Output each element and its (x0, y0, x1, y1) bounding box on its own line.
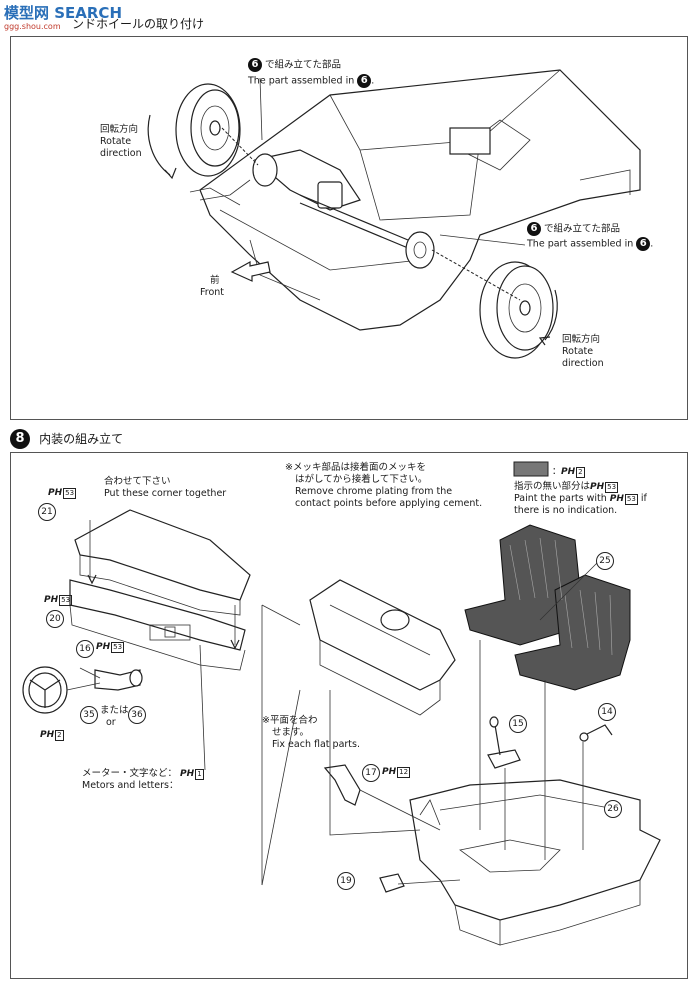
step-ref-badge-top-en: 6 (357, 74, 372, 88)
chrome-note: ※メッキ部品は接着面のメッキを はがしてから接着して下さい。 Remove ch… (285, 462, 483, 509)
assembled-bottom-en: The part assembled in 6. (527, 237, 654, 251)
part-number-20: 20 (46, 610, 64, 628)
part-number-14: 14 (598, 703, 616, 721)
step8-header: 8 内装の組み立て (10, 428, 123, 449)
corner-note: 合わせて下さい Put these corner together (104, 476, 227, 499)
or-label: または or (100, 705, 129, 728)
left-rear-wheel (147, 83, 241, 180)
dashboard-parts-illustration (22, 509, 251, 771)
seats-illustration (464, 524, 631, 691)
watermark-logo: 模型网 SEARCH ggg.shou.com (0, 0, 170, 36)
step-ref-badge-bottom-en: 6 (636, 237, 651, 251)
assembled-dashboard-illustration (309, 579, 456, 716)
part-number-35: 35 (80, 706, 98, 724)
part-number-17: 17 (362, 764, 380, 782)
bracket-part-17 (323, 764, 361, 806)
part-number-16: 16 (76, 640, 94, 658)
part-number-21: 21 (38, 503, 56, 521)
step7-title: ンドホイールの取り付け (72, 17, 205, 31)
rotate-left-label: 回転方向 Rotate direction (100, 124, 142, 159)
step8-number-badge: 8 (10, 428, 30, 449)
paint-legend-swatch (513, 461, 549, 477)
part-number-19: 19 (337, 872, 355, 890)
watermark-url: ggg.shou.com (4, 22, 61, 31)
right-rear-wheel (479, 261, 558, 359)
rotate-right-label: 回転方向 Rotate direction (562, 334, 604, 369)
part-number-15: 15 (509, 715, 527, 733)
step-ref-badge-top: 6 (248, 58, 262, 72)
part-number-36: 36 (128, 706, 146, 724)
assembled-bottom-label: 6 で組み立てた部品 (527, 222, 620, 236)
brake-lever-illustration (579, 724, 613, 742)
step8-title: 内装の組み立て (39, 432, 124, 446)
watermark-text: 模型网 SEARCH (4, 4, 122, 22)
part-19-illustration (379, 873, 405, 893)
step-ref-badge-bottom: 6 (527, 222, 541, 236)
flat-note: ※平面を合わ せます。 Fix each flat parts. (262, 715, 360, 750)
assembled-top-en: The part assembled in 6. (248, 74, 375, 88)
part-number-26: 26 (604, 800, 622, 818)
part-number-25: 25 (596, 552, 614, 570)
front-label: 前 Front (200, 275, 225, 298)
interior-tub-illustration (409, 779, 661, 946)
assembled-top-label: 6 で組み立てた部品 (248, 58, 341, 72)
shifter-illustration (487, 716, 521, 769)
